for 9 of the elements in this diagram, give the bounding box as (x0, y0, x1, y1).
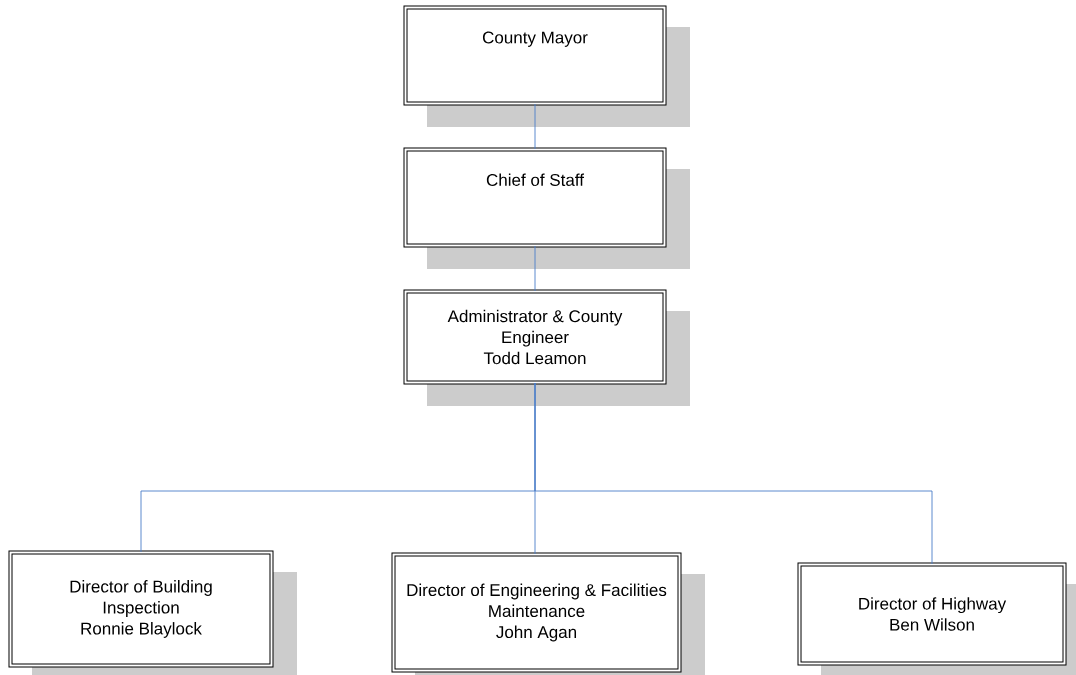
connector-line (534, 245, 536, 292)
org-box: Chief of Staff (403, 147, 690, 269)
connector-line (534, 382, 933, 565)
connector-line (534, 103, 536, 150)
org-box: Director of Engineering & Facilities Maintenance John Agan (391, 552, 705, 675)
org-box: County Mayor (403, 5, 690, 127)
org-box: Director of Highway Ben Wilson (797, 562, 1076, 675)
org-box: Administrator & County Engineer Todd Leamon (403, 289, 690, 406)
org-box: Director of Building Inspection Ronnie Blaylock (8, 550, 297, 675)
